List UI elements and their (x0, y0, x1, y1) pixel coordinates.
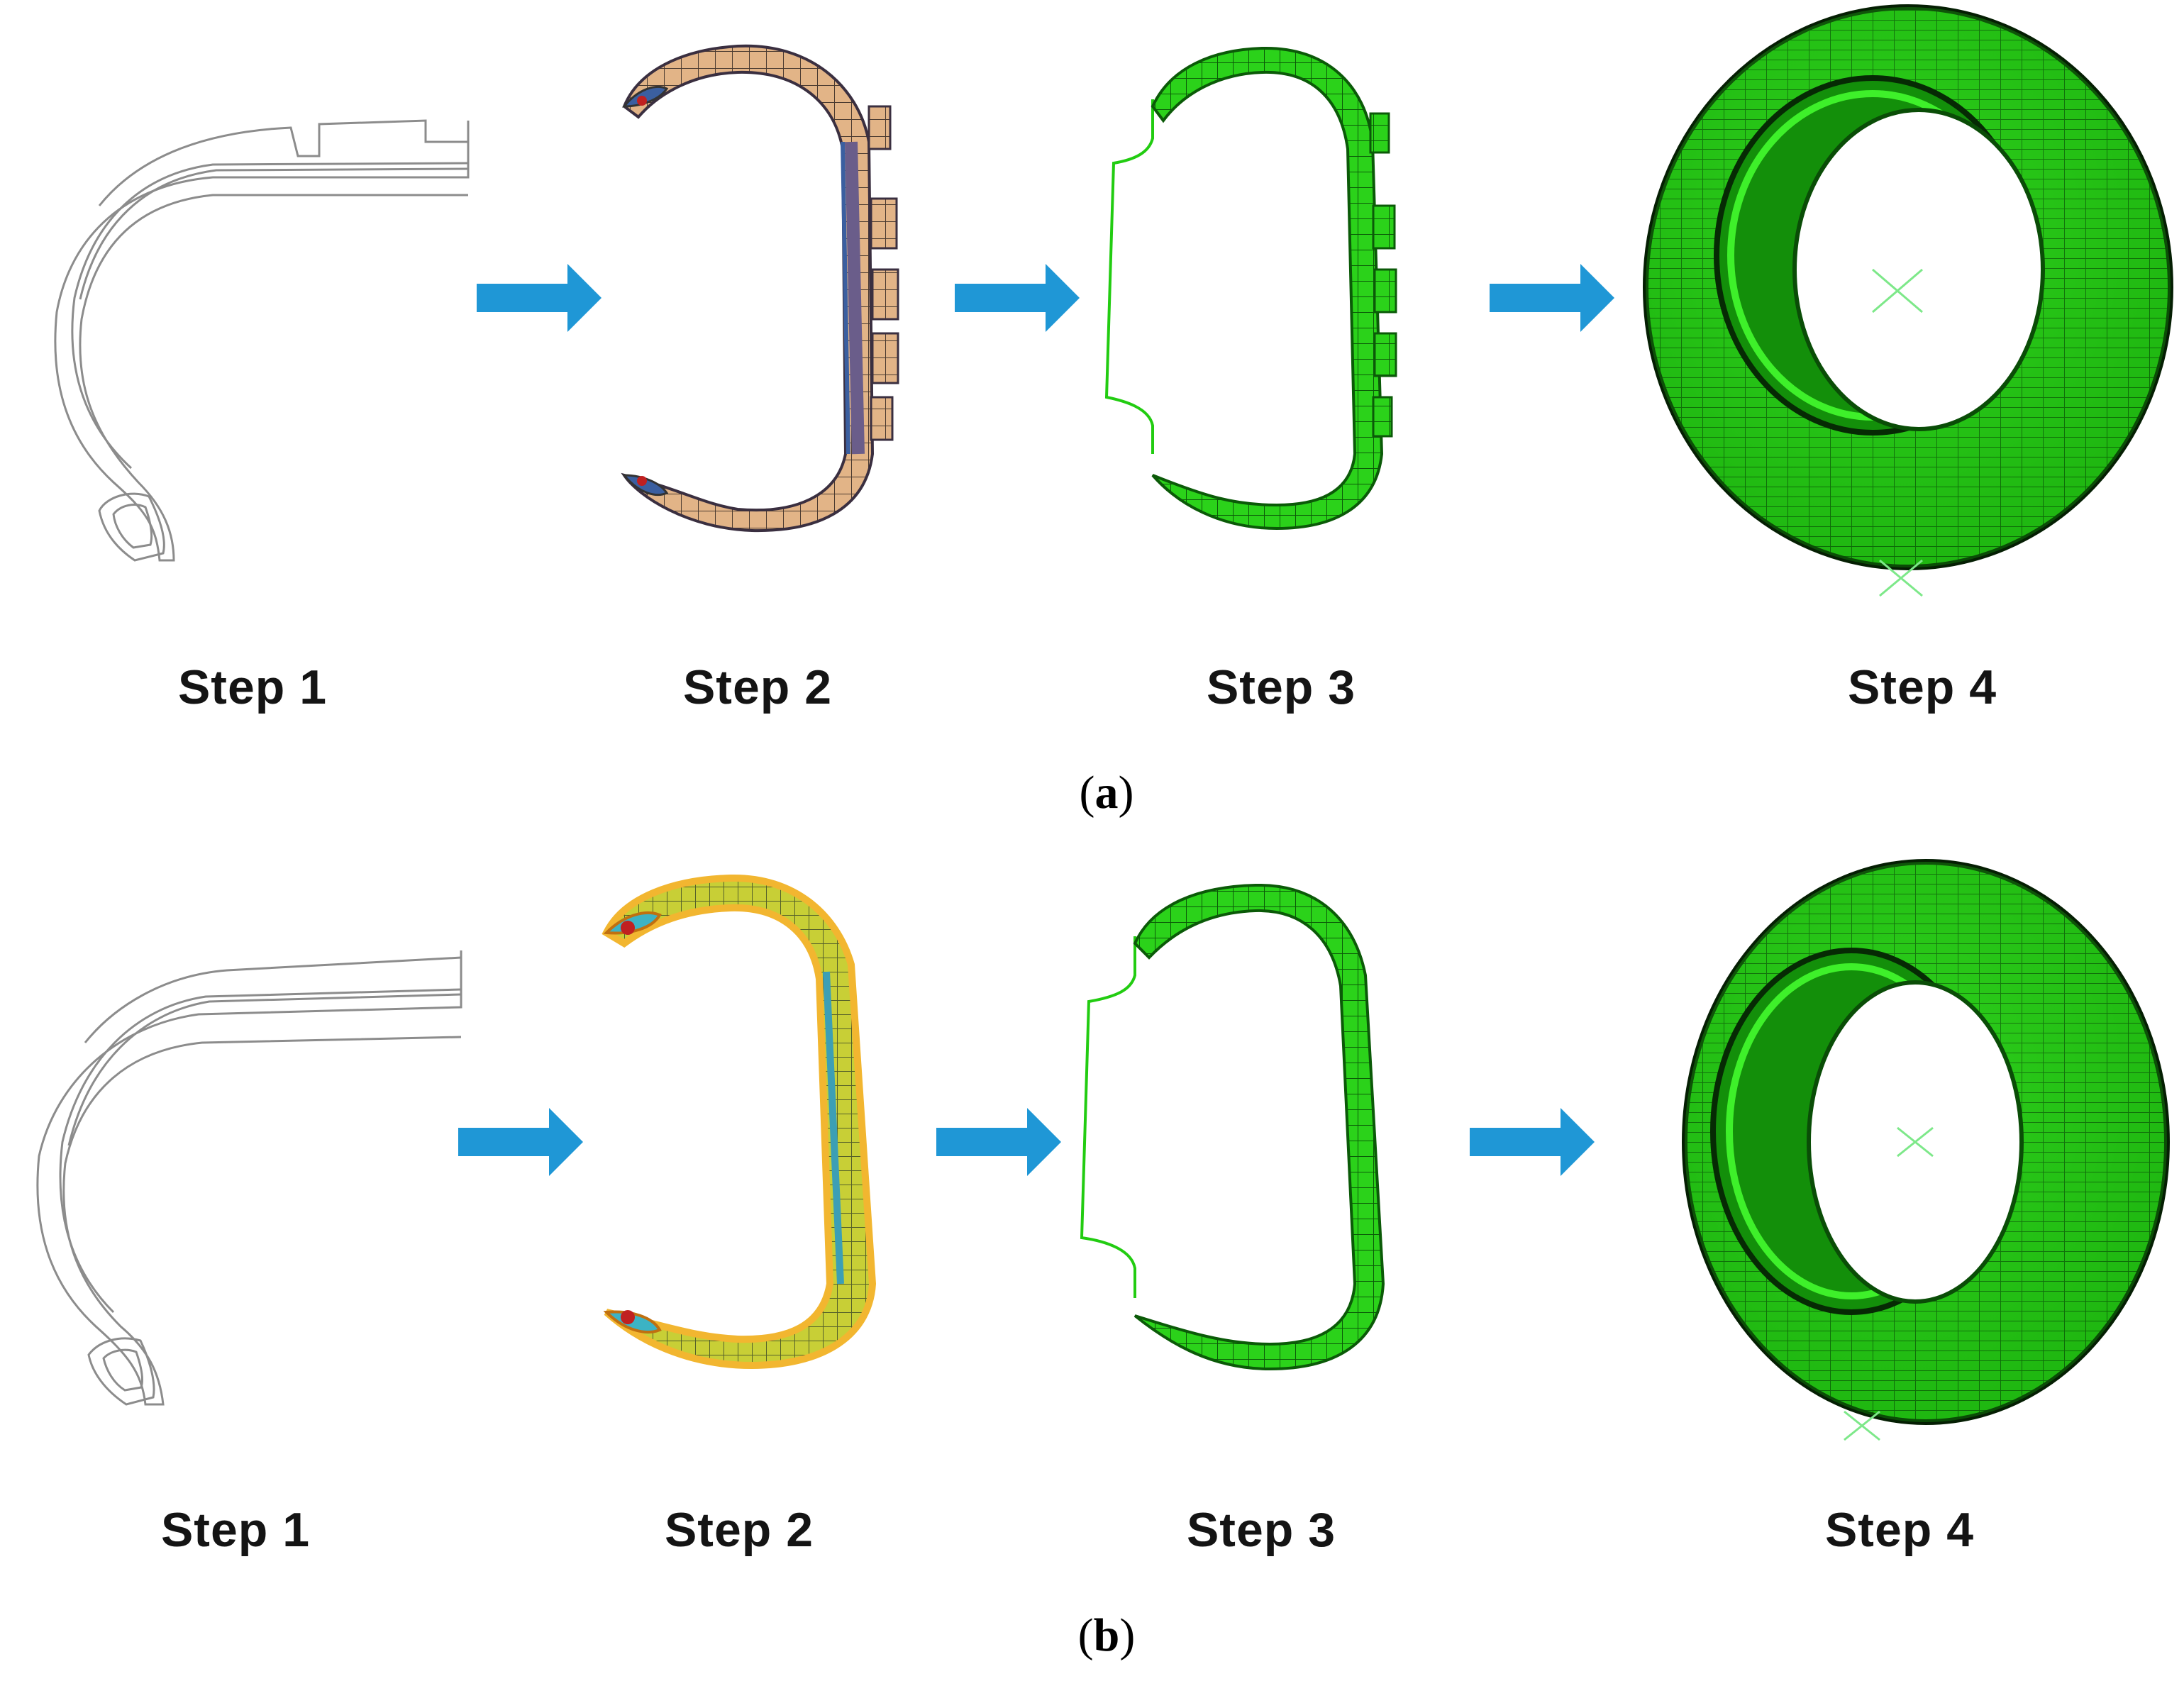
step-label-a-2: Step 2 (682, 660, 833, 714)
step1-tire-outline-b (36, 950, 462, 1406)
step-label-b-4: Step 4 (1824, 1503, 1975, 1557)
caption-a: (a) (1079, 767, 1134, 819)
arrow-a-2 (955, 264, 1080, 332)
step2-meshed-section-b (602, 874, 877, 1370)
panel-a-graphics (54, 4, 2173, 597)
arrow-b-2 (936, 1108, 1061, 1176)
step3-mesh-with-rim-b (1080, 883, 1385, 1371)
panel-a: Step 1 Step 2 Step 3 Step 4 (a) (54, 4, 2173, 819)
step2-meshed-section-a (621, 44, 899, 533)
step-label-a-4: Step 4 (1847, 660, 1997, 714)
arrow-b-1 (458, 1108, 583, 1176)
step3-mesh-with-rim-a (1104, 46, 1397, 531)
caption-b: (b) (1077, 1609, 1136, 1661)
arrow-a-3 (1490, 264, 1614, 332)
step-label-b-2: Step 2 (664, 1503, 814, 1557)
arrow-b-3 (1470, 1108, 1595, 1176)
arrow-a-1 (477, 264, 602, 332)
step1-tire-outline (54, 119, 470, 562)
step-label-a-1: Step 1 (177, 660, 328, 714)
step4-3d-tire-a (1643, 4, 2173, 597)
step-label-b-3: Step 3 (1186, 1503, 1336, 1557)
panel-b: Step 1 Step 2 Step 3 Step 4 (b) (0, 844, 2184, 1686)
step-label-a-3: Step 3 (1206, 660, 1356, 714)
step-label-b-1: Step 1 (160, 1503, 311, 1557)
panel-b-graphics (36, 859, 2170, 1441)
step4-3d-tire-b (1682, 859, 2170, 1441)
